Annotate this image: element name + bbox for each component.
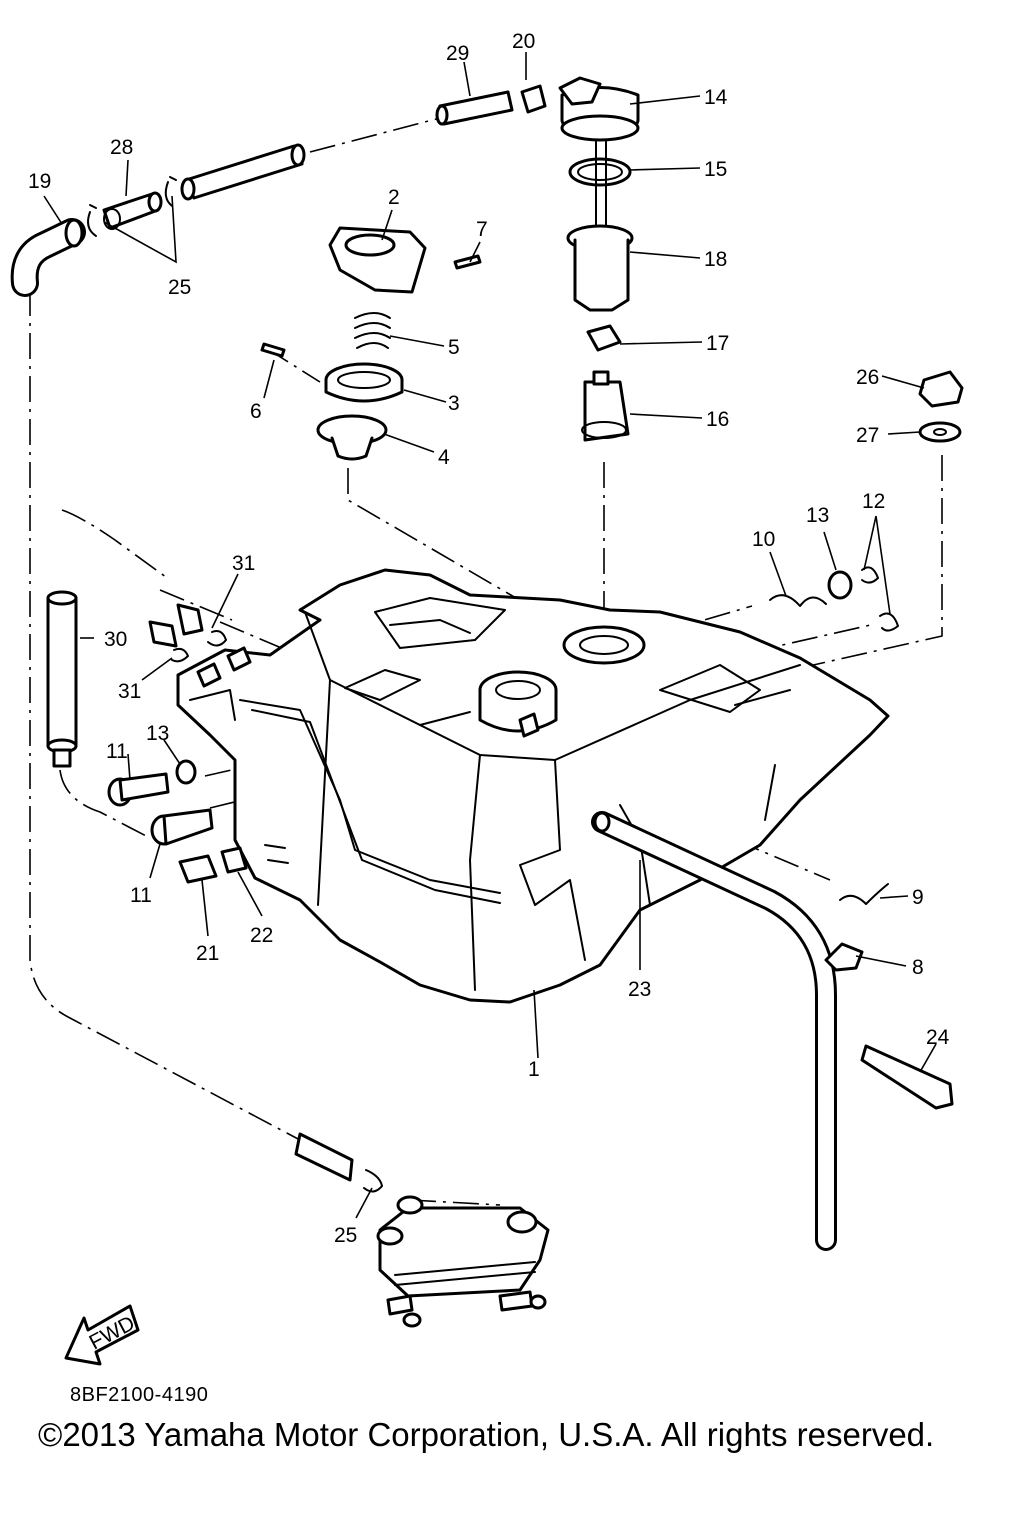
callout-29: 29 [446,42,469,65]
callout-numbers: 1 2 3 4 5 6 7 8 9 10 11 11 12 13 13 14 1… [28,30,950,1247]
callout-31a: 31 [232,552,255,575]
fuel-sender [558,76,640,442]
callout-7: 7 [476,218,488,241]
callout-31b: 31 [118,680,141,703]
callout-20: 20 [512,30,535,53]
fuel-tank [176,568,890,1004]
filler-hose [591,811,837,1251]
callout-1: 1 [528,1058,540,1081]
callout-30: 30 [104,628,127,651]
diagram-part-code: 8BF2100-4190 [70,1384,209,1406]
callout-4: 4 [438,446,450,469]
callout-28: 28 [110,136,133,159]
callout-12: 12 [862,490,885,513]
filler-cap-assembly [260,226,482,461]
callout-9: 9 [912,886,924,909]
callout-8: 8 [912,956,924,979]
vent-hose-assembly [46,590,227,768]
callout-15: 15 [704,158,727,181]
callout-6: 6 [250,400,262,423]
callout-3: 3 [448,392,460,415]
fuel-pump [376,1195,550,1328]
callout-16: 16 [706,408,729,431]
callout-24: 24 [926,1026,950,1049]
callout-2: 2 [388,186,400,209]
callout-13b: 13 [146,722,169,745]
callout-14: 14 [704,86,728,109]
callout-10: 10 [752,528,775,551]
callout-5: 5 [448,336,460,359]
callout-25b: 25 [334,1224,357,1247]
callout-26: 26 [856,366,879,389]
fwd-arrow-icon: FWD [64,1304,140,1366]
callout-19: 19 [28,170,51,193]
callout-18: 18 [704,248,727,271]
callout-21: 21 [196,942,219,965]
callout-23: 23 [628,978,651,1001]
callout-25a: 25 [168,276,191,299]
callout-13a: 13 [806,504,829,527]
callout-11b: 11 [130,884,152,907]
callout-27: 27 [856,424,879,447]
callout-22: 22 [250,924,273,947]
leader-lines [43,52,937,1219]
hardware [107,370,964,1193]
copyright-notice: ©2013 Yamaha Motor Corporation, U.S.A. A… [38,1416,935,1453]
callout-11a: 11 [106,740,128,763]
top-hoses [10,84,547,297]
callout-17: 17 [706,332,729,355]
